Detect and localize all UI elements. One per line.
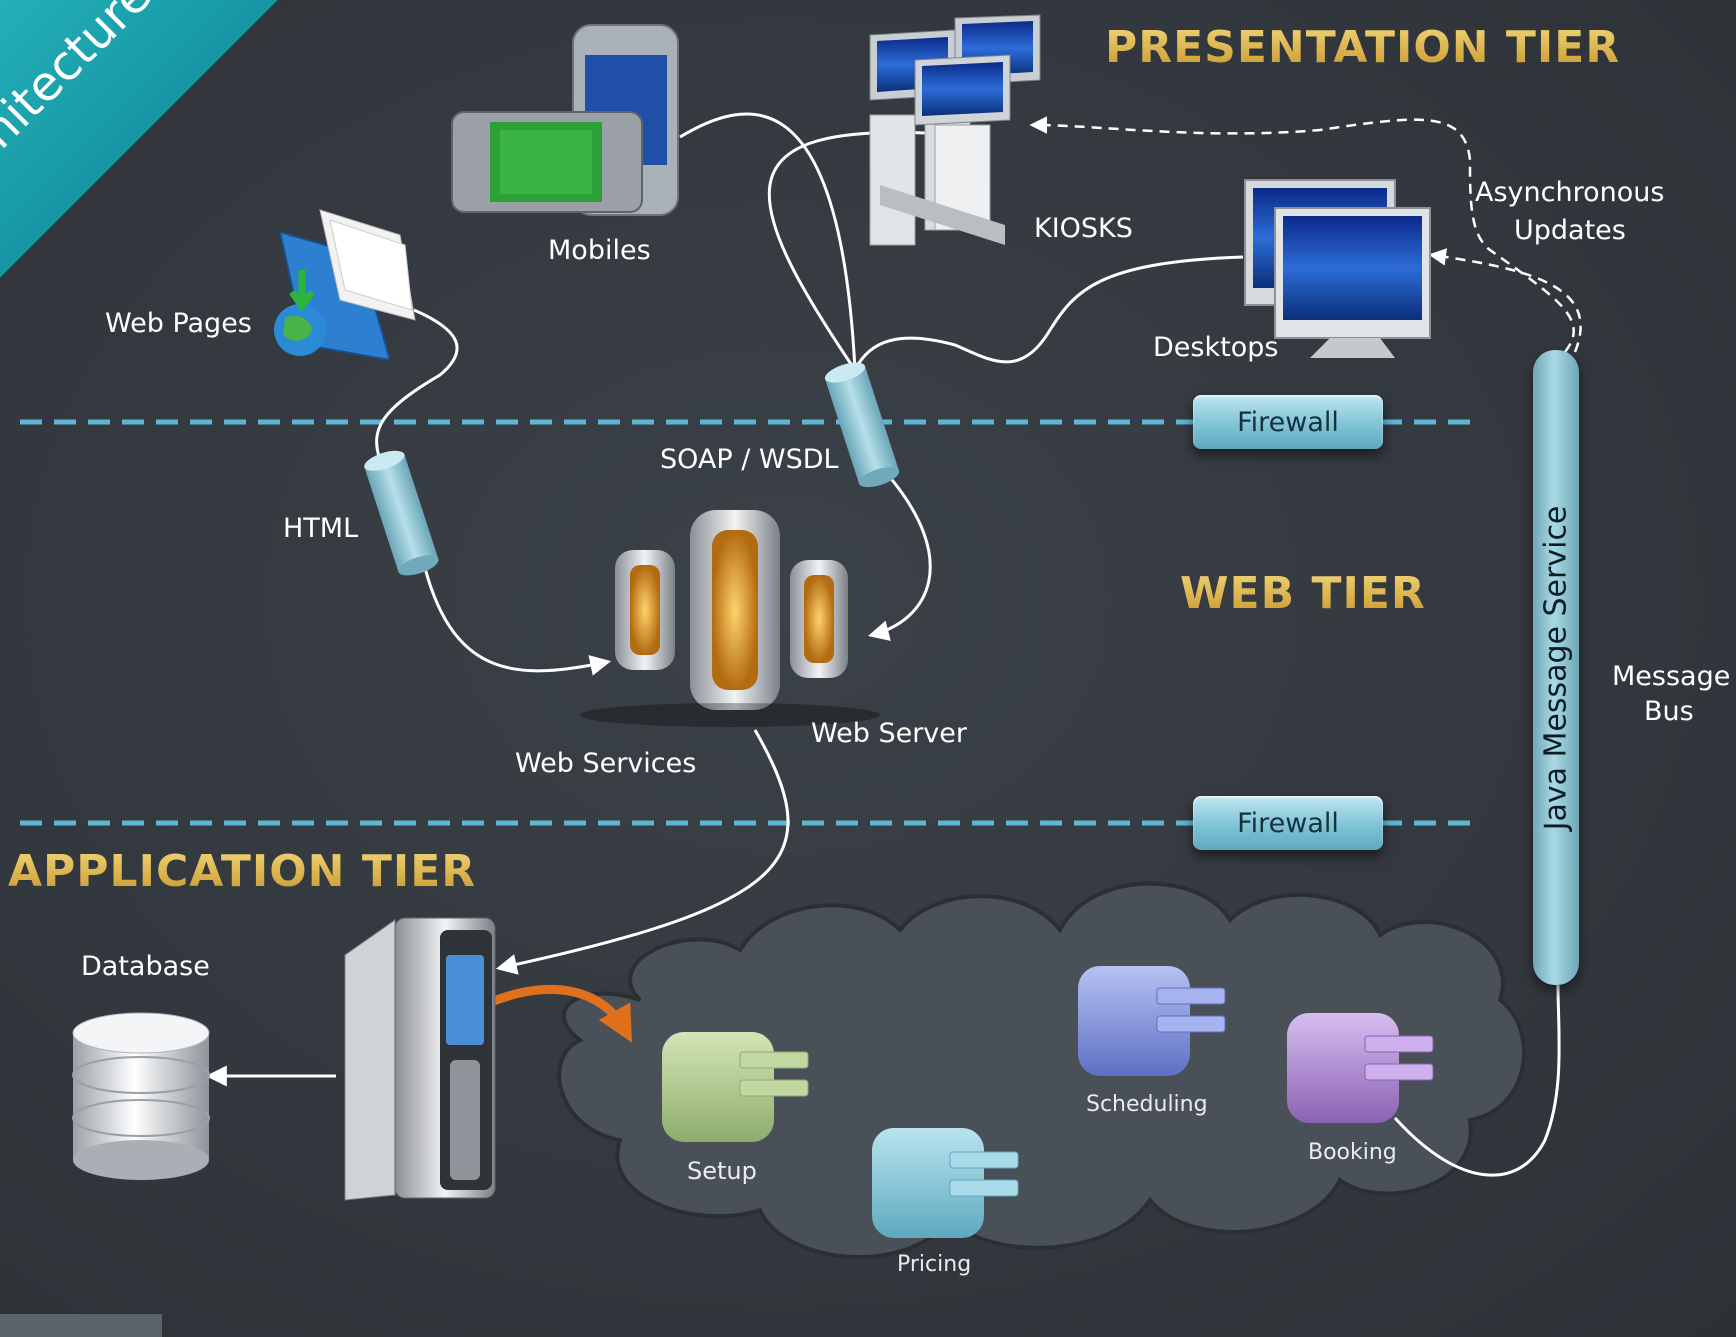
- wire-html: [423, 567, 612, 676]
- desktops-label: Desktops: [1153, 332, 1279, 363]
- database-icon: [72, 1012, 210, 1180]
- scheduling-label: Scheduling: [1086, 1092, 1208, 1117]
- web-server-icon: [580, 510, 880, 727]
- message-bus-line1: Message: [1612, 661, 1731, 692]
- soap-label: SOAP / WSDL: [660, 444, 839, 475]
- jms-bus: [1533, 350, 1579, 985]
- async-label-line2: Updates: [1514, 215, 1626, 246]
- wire-soap: [867, 474, 932, 641]
- web-pages-icon: [274, 209, 416, 362]
- service-cloud: [557, 881, 1526, 1259]
- web-pages-label: Web Pages: [105, 308, 252, 339]
- web-tier-title: WEB TIER: [1180, 568, 1426, 619]
- async-label-line1: Asynchronous: [1475, 177, 1665, 208]
- app-server-icon: [344, 917, 496, 1201]
- wire-mobiles: [679, 112, 857, 371]
- setup-label: Setup: [687, 1157, 757, 1185]
- web-server-label: Web Server: [811, 718, 967, 749]
- desktops-icon: [1244, 179, 1431, 358]
- message-bus-line2: Bus: [1644, 696, 1694, 727]
- booking-label: Booking: [1308, 1140, 1397, 1165]
- html-cylinder: [364, 450, 439, 576]
- kiosks-icon: [869, 14, 1041, 246]
- wire-desktops: [853, 255, 1244, 371]
- scheduling-block: [1078, 966, 1226, 1076]
- pricing-block: [872, 1128, 1019, 1238]
- soap-cylinder: [824, 362, 900, 488]
- wire-booking: [1393, 984, 1561, 1177]
- web-services-label: Web Services: [515, 748, 697, 779]
- setup-block: [662, 1032, 809, 1142]
- mobiles-icon: [451, 24, 679, 216]
- mobiles-label: Mobiles: [548, 235, 651, 266]
- presentation-tier-title: PRESENTATION TIER: [1105, 22, 1621, 73]
- corner-chip: [0, 1314, 162, 1337]
- firewall-app: Firewall: [1193, 796, 1383, 850]
- wire-webpages: [375, 308, 459, 461]
- wire-async-desktops: [1428, 248, 1582, 353]
- kiosks-label: KIOSKS: [1034, 213, 1133, 244]
- wire-webserver-app: [495, 729, 790, 975]
- application-tier-title: APPLICATION TIER: [8, 846, 477, 897]
- jms-label: Java Message Service: [1538, 505, 1574, 831]
- html-label: HTML: [283, 513, 359, 544]
- firewall-web: Firewall: [1193, 395, 1383, 449]
- wire-kiosks: [767, 130, 926, 371]
- database-label: Database: [81, 951, 210, 982]
- pricing-label: Pricing: [897, 1252, 972, 1277]
- booking-block: [1287, 1013, 1434, 1123]
